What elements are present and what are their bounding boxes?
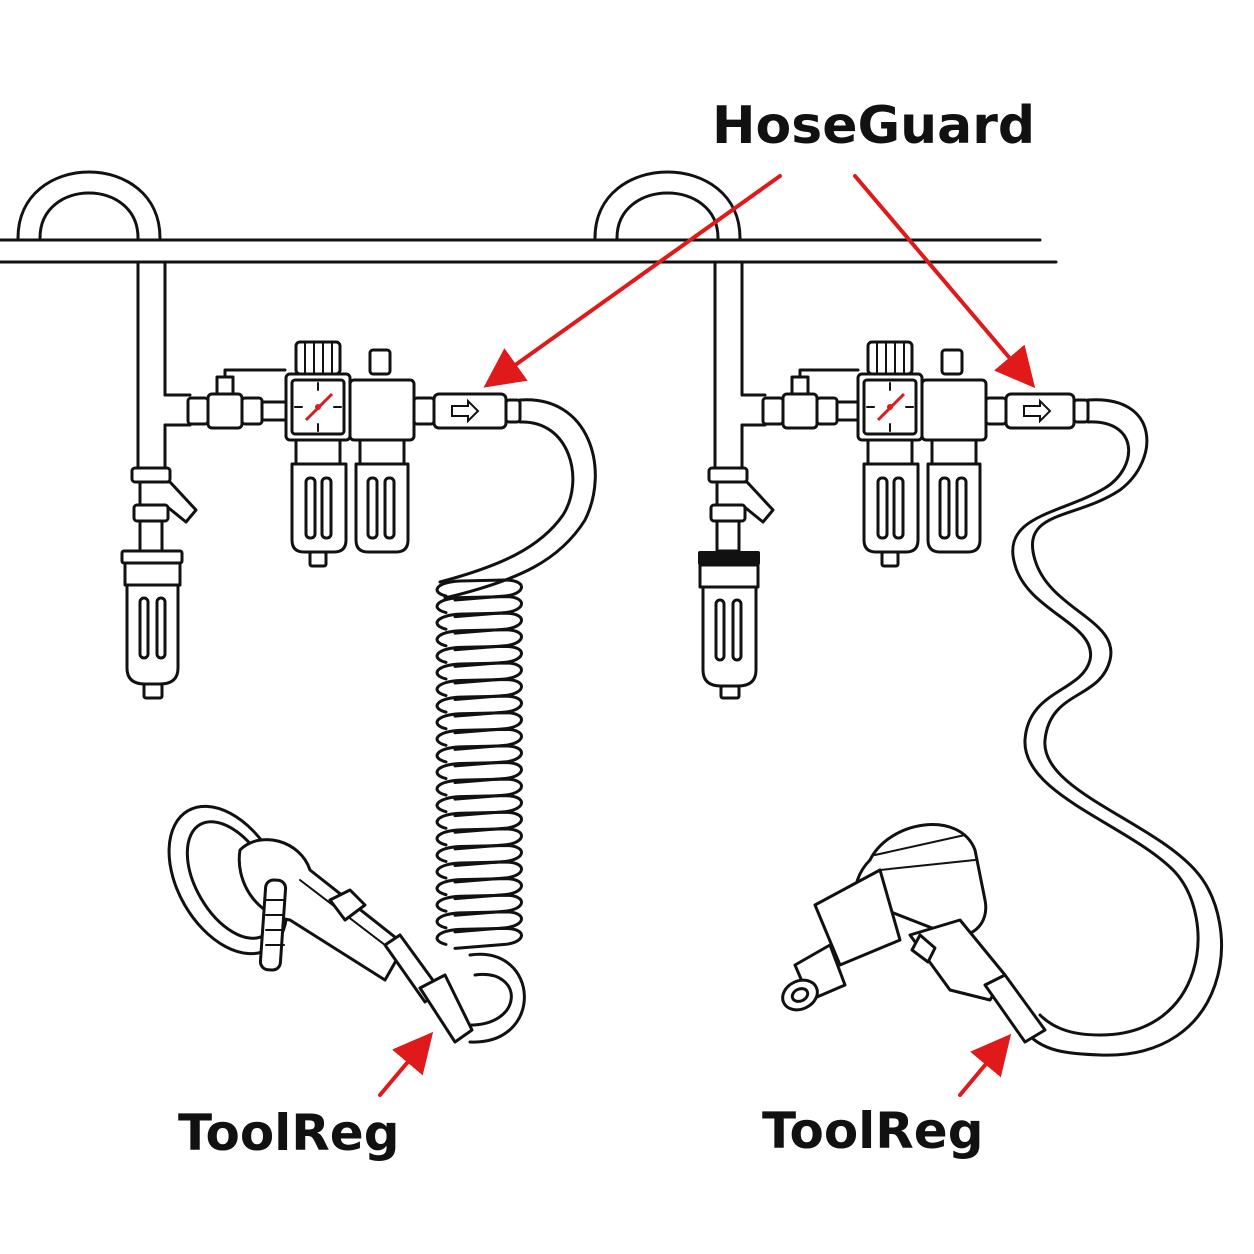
toolreg-arrow-left	[378, 1031, 434, 1097]
shutoff-valve-right	[761, 368, 861, 430]
drain-filter-right	[698, 551, 760, 700]
filter-regulator-left	[284, 340, 352, 568]
toolreg-label-right: ToolReg	[762, 1102, 984, 1160]
coil-loop	[435, 578, 523, 602]
coil-loop	[435, 744, 523, 768]
lubricator-left	[348, 348, 416, 554]
y-strainer-left	[130, 466, 198, 553]
hoseguard-arrow-right	[853, 174, 1036, 389]
hoseguard-arrow-left	[483, 174, 782, 388]
coil-loop	[435, 661, 523, 685]
flow-arrow-icon	[451, 398, 480, 424]
filter-regulator-right	[856, 340, 924, 568]
hoseguard-label: HoseGuard	[712, 96, 1035, 156]
hoseguard-device-left	[412, 392, 522, 430]
shutoff-valve-left	[186, 368, 288, 430]
hoseguard-device-right	[984, 392, 1090, 430]
gooseneck-left	[16, 170, 162, 240]
angle-grinder-tool	[167, 804, 474, 1044]
drop-pipe-right	[713, 260, 767, 472]
coil-loop	[435, 711, 523, 735]
coil-loop	[435, 644, 523, 668]
impact-wrench-tool	[781, 823, 1047, 1044]
coil-loop	[435, 827, 523, 851]
coil-loop	[435, 910, 523, 934]
coil-loop	[435, 877, 523, 901]
coil-loop	[435, 678, 523, 702]
toolreg-label-left: ToolReg	[178, 1104, 400, 1162]
coil-loop	[435, 794, 523, 818]
drop-pipe-left	[136, 260, 192, 472]
coil-loop	[435, 611, 523, 635]
drain-filter-left	[120, 549, 184, 700]
coil-loop	[435, 595, 523, 619]
coil-loop	[435, 893, 523, 917]
coil-loop	[435, 727, 523, 751]
right-station: ToolReg	[698, 260, 1223, 1160]
toolreg-arrow-right	[958, 1033, 1012, 1097]
coil-loop	[435, 843, 523, 867]
hose-left-bottom	[463, 952, 526, 1044]
pressure-gauge-icon	[294, 382, 342, 432]
coil-loop	[435, 628, 523, 652]
coiled-hose-left	[435, 578, 523, 950]
coil-loop	[435, 694, 523, 718]
main-air-pipe	[0, 238, 1058, 264]
hose-right	[1011, 398, 1223, 1057]
left-station: ToolReg	[120, 260, 597, 1162]
lubricator-right	[920, 348, 988, 554]
pressure-gauge-icon	[866, 382, 914, 432]
flow-arrow-icon	[1023, 398, 1052, 424]
coil-loop	[435, 926, 523, 950]
coil-loop	[435, 777, 523, 801]
y-strainer-right	[707, 466, 775, 553]
gooseneck-right	[593, 170, 742, 240]
coil-loop	[435, 860, 523, 884]
coil-loop	[435, 761, 523, 784]
coil-loop	[435, 810, 523, 834]
